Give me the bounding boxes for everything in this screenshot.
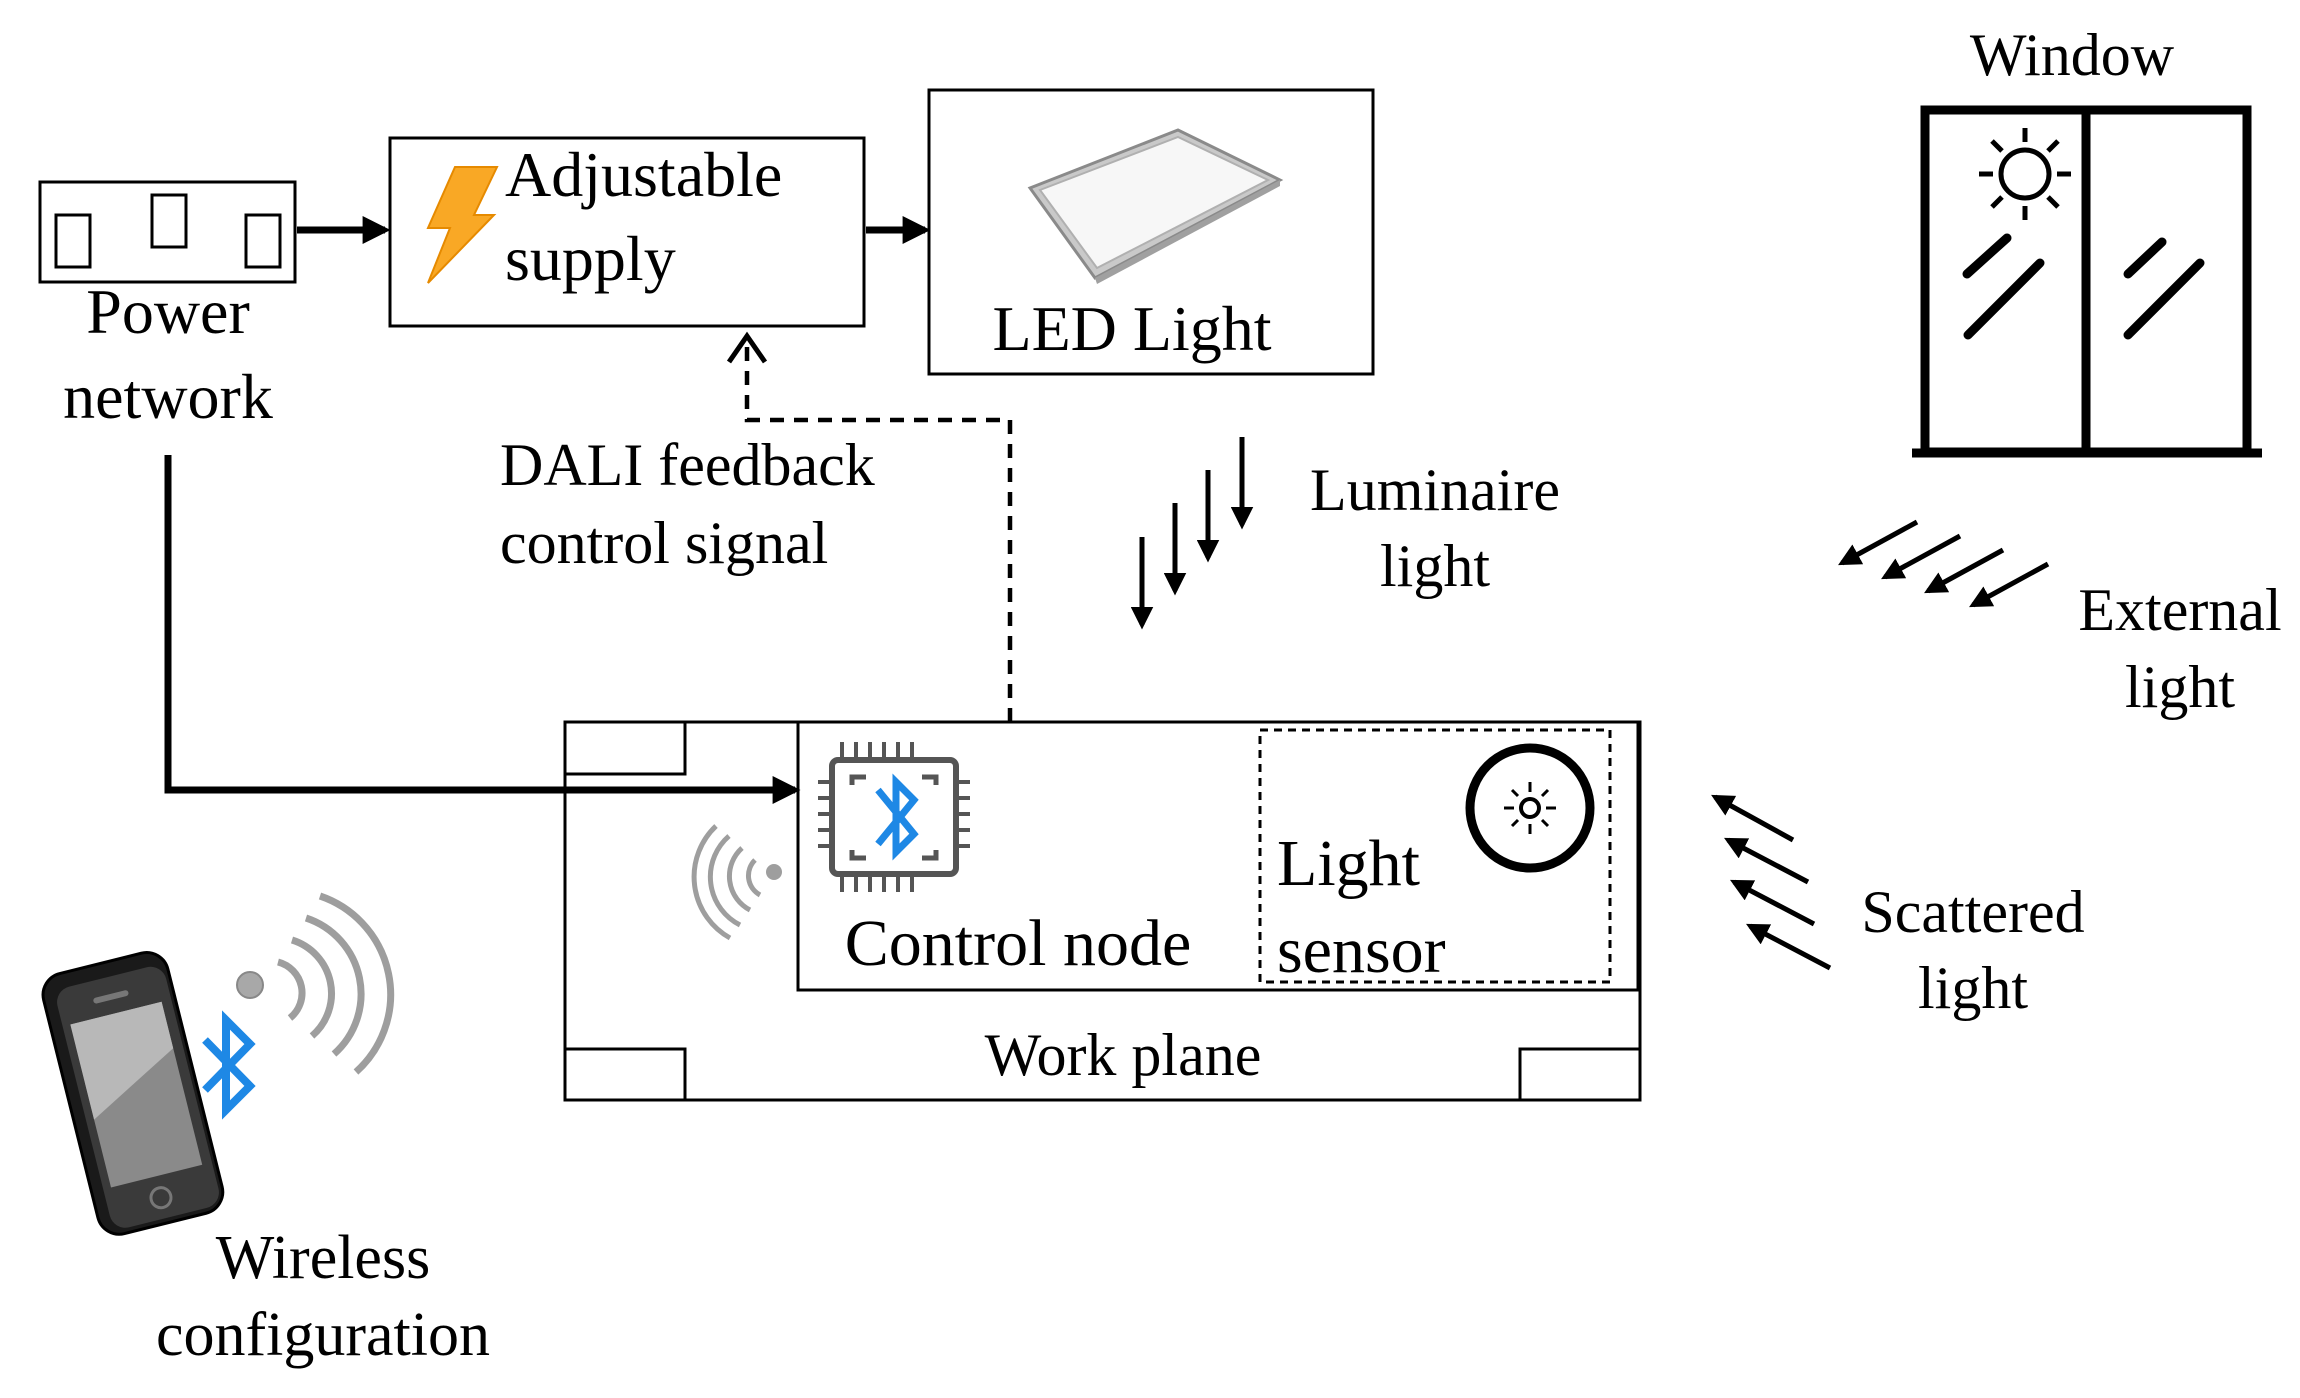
external-ray-4 <box>1969 561 2050 608</box>
window: Window <box>1912 22 2262 458</box>
luminaire-light-rays: Luminaire light <box>1130 437 1560 630</box>
work-plane-corner-top-left <box>563 720 687 776</box>
light-sensor-label-2: sensor <box>1277 914 1446 987</box>
smartphone-icon <box>41 951 225 1236</box>
work-plane: Work plane Control node <box>563 720 1642 1102</box>
power-to-control-node-line <box>164 455 801 804</box>
dali-arrowhead <box>726 331 768 364</box>
bluetooth-chip-icon <box>818 742 970 892</box>
window-label: Window <box>1970 22 2175 88</box>
outlet-socket-middle <box>150 193 188 249</box>
adjustable-supply: Adjustable supply <box>388 136 866 328</box>
wireless-label-2: configuration <box>156 1301 490 1369</box>
scattered-label-1: Scattered <box>1861 879 2084 945</box>
sun-icon <box>1979 128 2071 220</box>
wifi-waves-icon <box>691 824 782 941</box>
work-plane-corner-bottom-left <box>563 1047 687 1102</box>
dali-label-1: DALI feedback <box>500 432 875 498</box>
scattered-ray-3 <box>1730 879 1816 927</box>
external-label-2: light <box>2125 654 2235 720</box>
supply-label-2: supply <box>505 223 676 294</box>
led-panel-icon <box>1027 128 1284 284</box>
led-light-label: LED Light <box>992 293 1271 364</box>
bluetooth-icon <box>202 1010 256 1120</box>
power-outlet-icon <box>38 180 297 284</box>
power-network-label-2: network <box>63 361 273 432</box>
dali-feedback-signal: DALI feedback control signal <box>500 331 1013 722</box>
outlet-socket-left <box>54 213 92 269</box>
scattered-ray-4 <box>1746 923 1832 971</box>
dali-label-2: control signal <box>500 510 828 576</box>
work-plane-corner-bottom-right <box>1518 1047 1642 1102</box>
led-light: LED Light <box>927 88 1375 376</box>
work-plane-label: Work plane <box>985 1022 1262 1088</box>
light-sensor-box <box>1258 728 1612 984</box>
control-node-label: Control node <box>845 907 1191 980</box>
power-network-label-1: Power <box>86 276 250 347</box>
scattered-label-2: light <box>1918 955 2028 1021</box>
window-glass-reflections <box>1962 233 2205 340</box>
dali-dashed-line <box>744 340 1013 722</box>
wireless-label-1: Wireless <box>216 1224 430 1292</box>
outlet-socket-right <box>244 213 282 269</box>
scattered-ray-1 <box>1711 794 1795 843</box>
light-sensor-icon <box>1465 743 1595 873</box>
wifi-waves-icon <box>236 892 395 1075</box>
external-ray-1 <box>1838 519 1919 566</box>
external-label-1: External <box>2078 577 2281 643</box>
power-network: Power network <box>38 180 297 432</box>
supply-label-1: Adjustable <box>505 139 782 210</box>
wireless-configuration: Wireless configuration <box>41 892 490 1369</box>
external-ray-2 <box>1881 533 1962 580</box>
luminaire-label-1: Luminaire <box>1310 457 1560 523</box>
scattered-light-rays: Scattered light <box>1711 794 2085 1021</box>
lightning-icon <box>426 166 499 284</box>
luminaire-label-2: light <box>1380 533 1490 599</box>
light-sensor-label-1: Light <box>1277 827 1420 900</box>
scattered-ray-2 <box>1724 837 1810 885</box>
external-light-rays: External light <box>1838 519 2282 720</box>
external-ray-3 <box>1924 547 2005 594</box>
